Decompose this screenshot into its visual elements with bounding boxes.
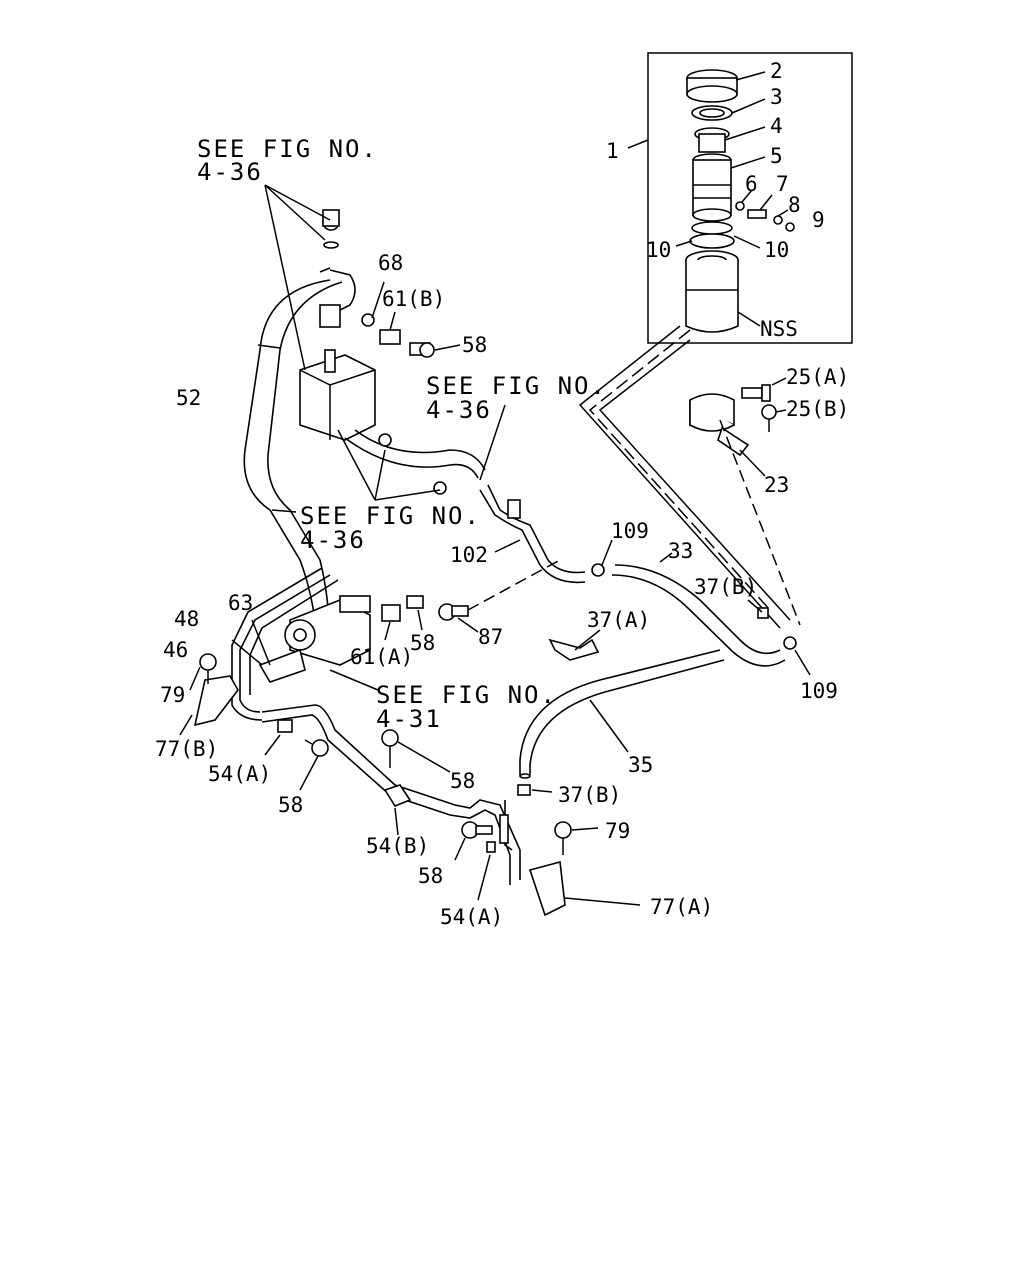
label-61a: 61(A) [350, 645, 413, 669]
see-fig-436-top-line1: SEE FIG NO. [197, 135, 378, 163]
see-fig-431-line1: SEE FIG NO. [376, 681, 557, 709]
label-54a-left: 54(A) [208, 762, 271, 786]
label-23: 23 [764, 473, 789, 497]
see-fig-431-line2: 4-31 [376, 705, 442, 733]
figure-references: SEE FIG NO. 4-36 SEE FIG NO. 4-36 SEE FI… [197, 135, 607, 733]
o-ring-lower [689, 233, 735, 249]
label-37a: 37(A) [587, 608, 650, 632]
label-109-top: 109 [611, 519, 649, 543]
label-8: 8 [788, 193, 801, 217]
label-37b-right: 37(B) [694, 575, 757, 599]
label-5: 5 [770, 144, 783, 168]
label-54a-low: 54(A) [440, 905, 503, 929]
suction-hose-35 [519, 649, 725, 779]
pressure-hose-52 [243, 279, 343, 651]
clamp-109-top [591, 563, 605, 577]
label-102: 102 [450, 543, 488, 567]
label-35: 35 [628, 753, 653, 777]
bolt-58-left [311, 739, 329, 757]
label-4: 4 [770, 114, 783, 138]
label-79-right: 79 [605, 819, 630, 843]
bolt-79-right [554, 821, 572, 839]
see-fig-436-top-line2: 4-36 [197, 158, 263, 186]
washer-6 [735, 201, 745, 211]
clamp-54b [381, 729, 451, 836]
label-48: 48 [174, 607, 199, 631]
label-46: 46 [163, 638, 188, 662]
mid-fittings [381, 559, 561, 641]
clamp-54a-left [264, 719, 329, 791]
label-54b: 54(B) [366, 834, 429, 858]
label-58-low: 58 [418, 864, 443, 888]
clamp-61a [381, 604, 401, 622]
label-3: 3 [770, 85, 783, 109]
label-25b: 25(B) [786, 397, 849, 421]
power-steering-pump [231, 567, 521, 885]
clip-37a [548, 629, 601, 661]
bracket-77a [454, 784, 641, 917]
return-pipe-102 [479, 484, 613, 584]
clamp-37b-right [757, 607, 769, 619]
label-58-top: 58 [462, 333, 487, 357]
label-58-center: 58 [450, 769, 475, 793]
bolt-25b [761, 404, 777, 420]
bolt-25a [741, 387, 763, 399]
bolt-7 [747, 209, 767, 219]
label-6: 6 [745, 172, 758, 196]
label-87: 87 [478, 625, 503, 649]
callout-labels: 2 3 4 5 6 7 8 9 1 10 10 NSS 25(A) 25(B) … [155, 59, 849, 929]
bracket-77b [179, 653, 239, 736]
reservoir-frame [647, 52, 853, 344]
label-10-left: 10 [646, 238, 671, 262]
reservoir-clamp [689, 377, 787, 477]
reservoir-assembly [627, 52, 853, 344]
label-9: 9 [812, 208, 825, 232]
label-37b-low: 37(B) [558, 783, 621, 807]
bolt-79-left [199, 653, 217, 671]
washer-8 [773, 215, 783, 225]
label-7: 7 [776, 172, 789, 196]
clamp-109-right [783, 636, 797, 650]
see-fig-436-mid-line2: 4-36 [426, 396, 492, 424]
reservoir-lines [578, 325, 801, 629]
label-77b: 77(B) [155, 737, 218, 761]
see-fig-436-low-line2: 4-36 [300, 526, 366, 554]
washer-9 [785, 222, 795, 232]
o-ring-upper [691, 221, 733, 235]
label-2: 2 [770, 59, 783, 83]
label-68: 68 [378, 251, 403, 275]
label-52: 52 [176, 386, 201, 410]
label-58-left: 58 [278, 793, 303, 817]
label-63: 63 [228, 591, 253, 615]
label-nss: NSS [760, 317, 798, 341]
clamp-37b-low [517, 784, 531, 796]
control-valve-block [264, 184, 506, 501]
label-33: 33 [668, 539, 693, 563]
label-79-left: 79 [160, 683, 185, 707]
see-fig-436-mid-line1: SEE FIG NO. [426, 372, 607, 400]
label-58-mid: 58 [410, 631, 435, 655]
label-77a: 77(A) [650, 895, 713, 919]
clamp-61b [361, 313, 375, 327]
label-61b: 61(B) [382, 287, 445, 311]
label-109-right: 109 [800, 679, 838, 703]
label-10-right: 10 [764, 238, 789, 262]
label-25a: 25(A) [786, 365, 849, 389]
see-fig-436-low-line1: SEE FIG NO. [300, 502, 481, 530]
label-1: 1 [606, 139, 619, 163]
bolt-58-mid [406, 595, 424, 609]
return-hose-33 [611, 552, 811, 676]
